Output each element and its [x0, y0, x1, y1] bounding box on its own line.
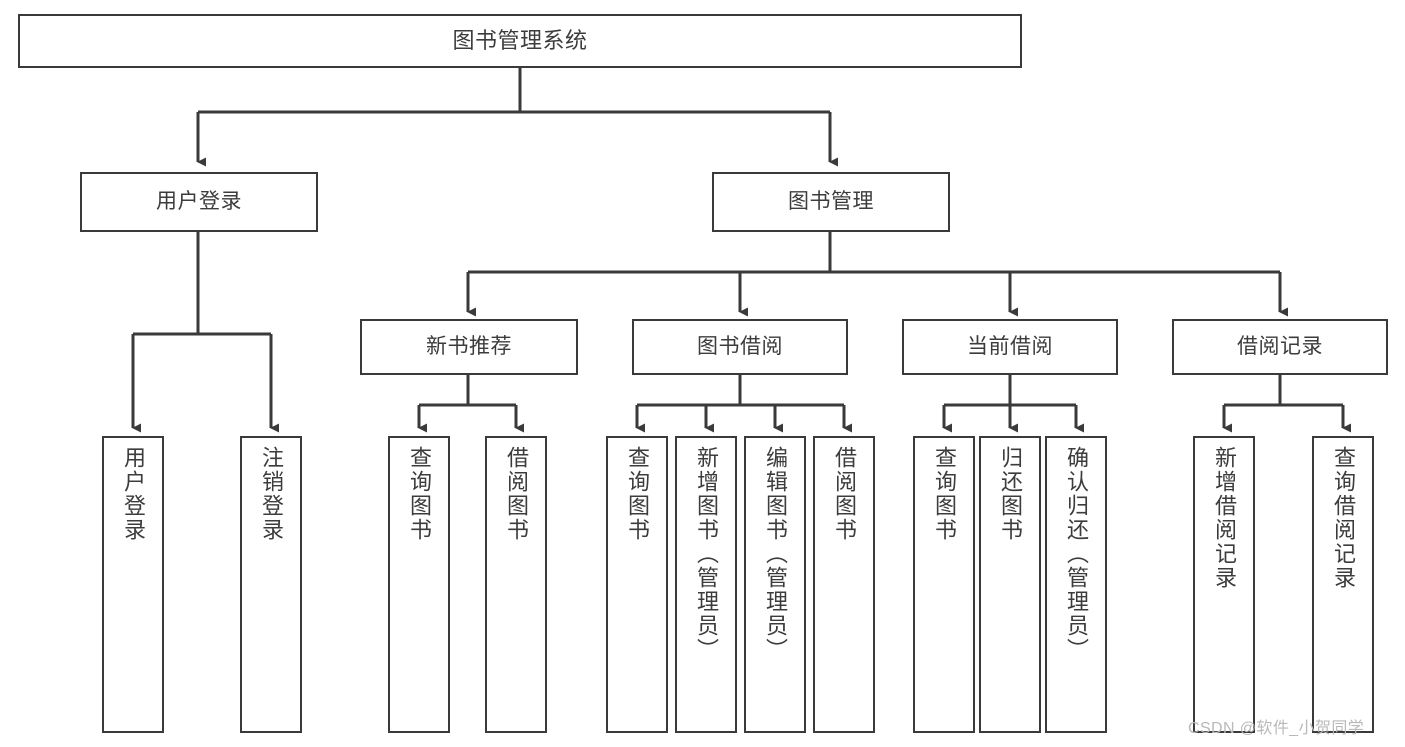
node-book-manage[interactable]: 图书管理	[712, 172, 950, 232]
node-current-borrow[interactable]: 当前借阅	[902, 319, 1118, 375]
node-label: 查询图书	[407, 446, 432, 542]
node-label: 编辑图书（管理员）	[763, 446, 788, 662]
node-new-book-recommend[interactable]: 新书推荐	[360, 319, 578, 375]
leaf-return-book[interactable]: 归还图书	[979, 436, 1041, 733]
leaf-logout[interactable]: 注销登录	[240, 436, 302, 733]
node-borrow-record[interactable]: 借阅记录	[1172, 319, 1388, 375]
leaf-query-book-recommend[interactable]: 查询图书	[388, 436, 450, 733]
leaf-query-book-current[interactable]: 查询图书	[913, 436, 975, 733]
node-label: 查询图书	[932, 446, 957, 542]
node-label: 用户登录	[156, 190, 242, 214]
node-root-system[interactable]: 图书管理系统	[18, 14, 1022, 68]
node-label: 用户登录	[121, 446, 146, 542]
node-book-borrow[interactable]: 图书借阅	[632, 319, 848, 375]
leaf-borrow-book-recommend[interactable]: 借阅图书	[485, 436, 547, 733]
node-label: 新书推荐	[426, 335, 512, 359]
leaf-user-login[interactable]: 用户登录	[102, 436, 164, 733]
leaf-query-borrow-record[interactable]: 查询借阅记录	[1312, 436, 1374, 733]
leaf-add-borrow-record[interactable]: 新增借阅记录	[1193, 436, 1255, 733]
node-label: 查询图书	[625, 446, 650, 542]
node-label: 图书管理系统	[452, 27, 588, 53]
node-label: 借阅图书	[504, 446, 529, 542]
node-label: 查询借阅记录	[1331, 446, 1356, 590]
node-label: 注销登录	[259, 446, 284, 542]
leaf-confirm-return[interactable]: 确认归还（管理员）	[1045, 436, 1107, 733]
node-label: 借阅图书	[832, 446, 857, 542]
leaf-add-book[interactable]: 新增图书（管理员）	[675, 436, 737, 733]
leaf-edit-book[interactable]: 编辑图书（管理员）	[744, 436, 806, 733]
node-label: 图书借阅	[697, 335, 783, 359]
node-label: 归还图书	[998, 446, 1023, 542]
leaf-borrow-book[interactable]: 借阅图书	[813, 436, 875, 733]
node-label: 当前借阅	[967, 335, 1053, 359]
node-user-login[interactable]: 用户登录	[80, 172, 318, 232]
node-label: 确认归还（管理员）	[1064, 446, 1089, 662]
node-label: 新增借阅记录	[1212, 446, 1237, 590]
node-label: 新增图书（管理员）	[694, 446, 719, 662]
node-label: 借阅记录	[1237, 335, 1323, 359]
node-label: 图书管理	[788, 190, 874, 214]
leaf-query-book-borrow[interactable]: 查询图书	[606, 436, 668, 733]
